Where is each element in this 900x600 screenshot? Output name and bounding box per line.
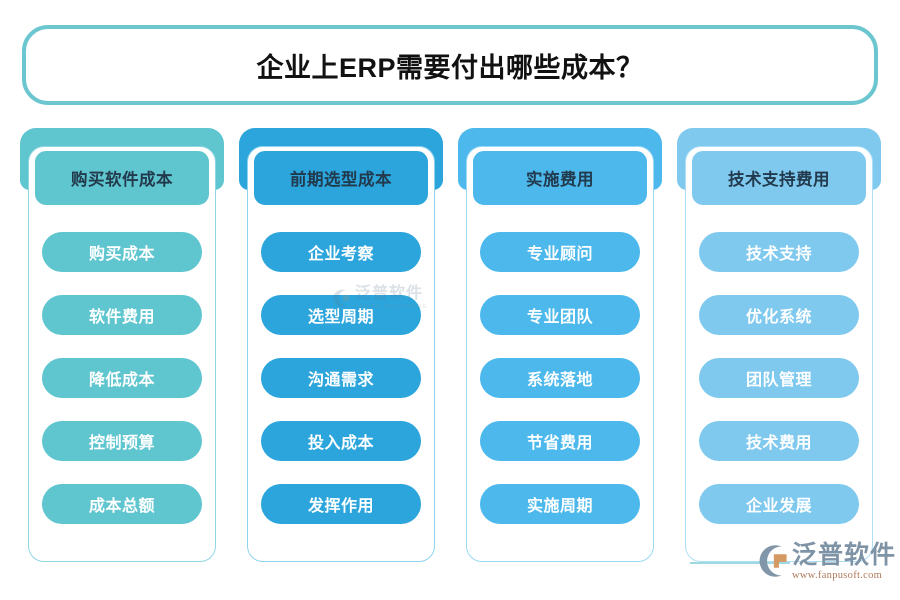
cost-item-pill[interactable]: 专业团队 (480, 295, 640, 335)
cost-item-pill[interactable]: 选型周期 (261, 295, 421, 335)
cost-item-pill[interactable]: 优化系统 (699, 295, 859, 335)
column-header-label: 实施费用 (526, 171, 594, 189)
column-header[interactable]: 实施费用 (472, 150, 648, 206)
cost-column: 技术支持费用技术支持优化系统团队管理技术费用企业发展 (677, 128, 881, 562)
cost-column: 购买软件成本购买成本软件费用降低成本控制预算成本总额 (20, 128, 224, 562)
brand-logo-text: 泛普软件 www.fanpusoft.com (792, 541, 897, 582)
cost-item-pill[interactable]: 实施周期 (480, 484, 640, 524)
cost-item-label: 实施周期 (526, 498, 593, 515)
brand-logo: 泛普软件 www.fanpusoft.com (756, 543, 896, 581)
column-header-label: 技术支持费用 (728, 171, 830, 189)
cost-item-pill[interactable]: 软件费用 (42, 295, 202, 335)
cost-item-pill[interactable]: 发挥作用 (261, 484, 421, 524)
cost-item-label: 控制预算 (88, 435, 155, 452)
cost-item-label: 发挥作用 (307, 498, 374, 515)
cost-item-pill[interactable]: 购买成本 (42, 232, 202, 272)
column-header[interactable]: 购买软件成本 (34, 150, 210, 206)
column-header[interactable]: 前期选型成本 (253, 150, 429, 206)
cost-item-label: 技术支持 (745, 246, 812, 263)
column-item-list: 购买成本软件费用降低成本控制预算成本总额 (42, 232, 202, 547)
cost-item-label: 软件费用 (88, 309, 155, 326)
cost-item-label: 专业团队 (526, 309, 593, 326)
cost-item-label: 成本总额 (88, 498, 155, 515)
cost-column: 前期选型成本企业考察选型周期沟通需求投入成本发挥作用 (239, 128, 443, 562)
column-header-label: 前期选型成本 (290, 171, 392, 189)
column-header-label: 购买软件成本 (71, 171, 173, 189)
cost-item-pill[interactable]: 沟通需求 (261, 358, 421, 398)
cost-item-pill[interactable]: 专业顾问 (480, 232, 640, 272)
cost-item-label: 企业考察 (307, 246, 374, 263)
cost-item-label: 购买成本 (88, 246, 155, 263)
cost-item-pill[interactable]: 技术支持 (699, 232, 859, 272)
cost-item-label: 专业顾问 (526, 246, 593, 263)
cost-item-pill[interactable]: 团队管理 (699, 358, 859, 398)
column-header[interactable]: 技术支持费用 (691, 150, 867, 206)
cost-item-pill[interactable]: 降低成本 (42, 358, 202, 398)
cost-item-label: 节省费用 (526, 435, 593, 452)
cost-item-pill[interactable]: 企业发展 (699, 484, 859, 524)
page-title: 企业上ERP需要付出哪些成本？ (256, 52, 644, 83)
cost-column: 实施费用专业顾问专业团队系统落地节省费用实施周期 (458, 128, 662, 562)
cost-item-pill[interactable]: 节省费用 (480, 421, 640, 461)
cost-item-pill[interactable]: 系统落地 (480, 358, 640, 398)
cost-item-label: 团队管理 (745, 372, 812, 389)
cost-item-label: 系统落地 (526, 372, 593, 389)
title-banner: 企业上ERP需要付出哪些成本？ (22, 25, 878, 105)
cost-item-label: 降低成本 (88, 372, 155, 389)
cost-item-pill[interactable]: 企业考察 (261, 232, 421, 272)
cost-item-pill[interactable]: 技术费用 (699, 421, 859, 461)
cost-item-pill[interactable]: 投入成本 (261, 421, 421, 461)
brand-name: 泛普软件 (792, 541, 897, 569)
column-item-list: 企业考察选型周期沟通需求投入成本发挥作用 (261, 232, 421, 547)
cost-item-label: 投入成本 (307, 435, 374, 452)
column-item-list: 专业顾问专业团队系统落地节省费用实施周期 (480, 232, 640, 547)
fanpu-brand-icon (759, 545, 787, 577)
cost-item-label: 企业发展 (745, 498, 812, 515)
cost-item-label: 技术费用 (745, 435, 812, 452)
cost-item-pill[interactable]: 成本总额 (42, 484, 202, 524)
brand-url: www.fanpusoft.com (792, 570, 883, 581)
cost-item-label: 沟通需求 (307, 372, 374, 389)
cost-item-label: 优化系统 (745, 309, 812, 326)
column-item-list: 技术支持优化系统团队管理技术费用企业发展 (699, 232, 859, 547)
logo-accent-line (690, 562, 790, 564)
cost-item-label: 选型周期 (307, 309, 374, 326)
cost-item-pill[interactable]: 控制预算 (42, 421, 202, 461)
